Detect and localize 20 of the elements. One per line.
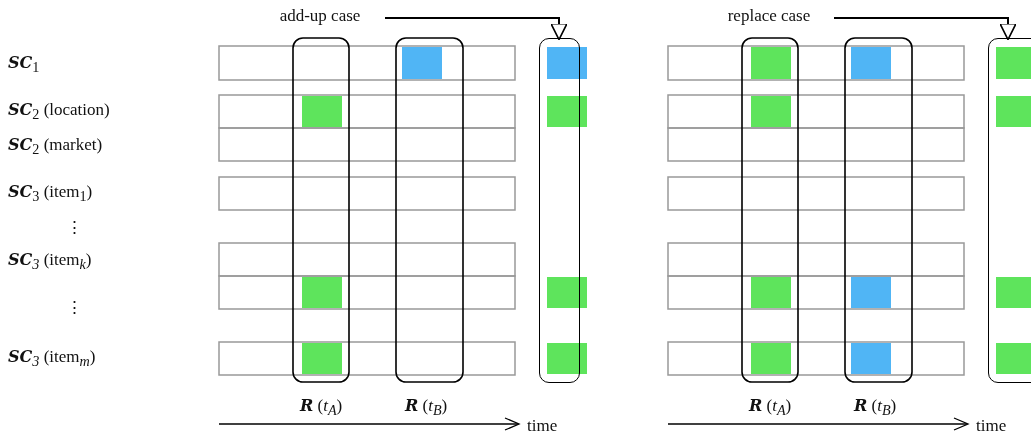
case-heading: replace case [726,6,812,26]
axis-label: time [976,416,1007,436]
column-label: R (t$_{A}$) [749,396,792,421]
axis-label: time [527,416,558,436]
column-label: R (t$_{B}$) [854,396,897,421]
ellipsis-dots: ⋮ [66,298,83,318]
result-column [988,38,1031,383]
arrow [384,17,568,41]
row-label: SC$_{3}$ (item$_{1}$) [8,182,93,207]
arrow [833,17,1017,41]
column-label: R (t$_{B}$) [405,396,448,421]
row-label: SC$_{3}$ (item$_{k}$) [8,250,92,275]
result-column [539,38,580,383]
case-heading: add-up case [278,6,362,26]
row-label: SC$_{2}$ (location) [8,100,110,125]
row-label: SC$_{3}$ (item$_{m}$) [8,347,96,372]
row-label: SC$_{2}$ (market) [8,135,103,160]
row-label: SC$_{1}$ [8,53,40,78]
column-label: R (t$_{A}$) [300,396,343,421]
ellipsis-dots: ⋮ [66,218,83,238]
